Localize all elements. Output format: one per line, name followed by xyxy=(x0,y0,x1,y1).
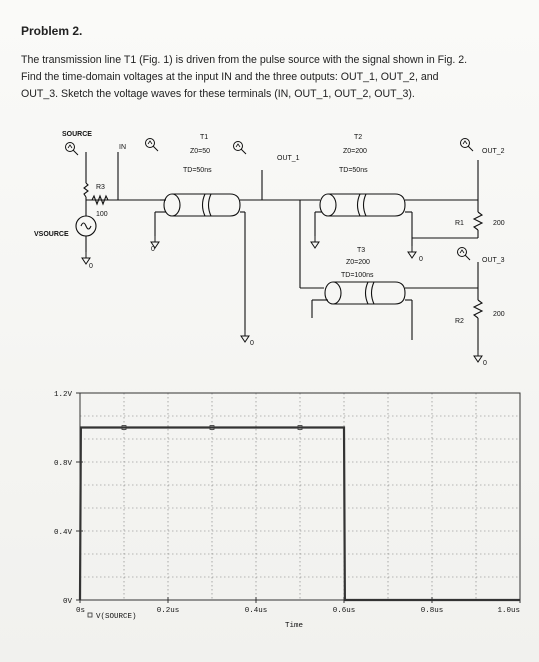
t3-td: TD=100ns xyxy=(341,272,374,279)
statement-line-1: The transmission line T1 (Fig. 1) is dri… xyxy=(21,54,468,66)
t1-name: T1 xyxy=(200,134,208,141)
series-marker xyxy=(297,425,303,430)
out2-label: OUT_2 xyxy=(482,148,505,155)
legend-marker xyxy=(87,612,93,618)
t3-name: T3 xyxy=(357,247,365,254)
problem-title: Problem 2. xyxy=(21,24,83,38)
t3-z0: Z0=200 xyxy=(346,259,370,266)
x-tick-label: 0.2us xyxy=(157,607,180,615)
x-tick-label: 1.0us xyxy=(497,607,520,615)
statement-line-3: OUT_3. Sketch the voltage waves for thes… xyxy=(21,88,415,100)
r1-value: 200 xyxy=(493,220,505,227)
r3-name: R3 xyxy=(96,184,105,191)
t1-td: TD=50ns xyxy=(183,167,212,174)
x-axis-label: Time xyxy=(285,622,303,630)
y-tick-label: 0V xyxy=(63,598,73,606)
r2-name: R2 xyxy=(455,318,464,325)
r2-value: 200 xyxy=(493,311,505,318)
y-tick-label: 0.8V xyxy=(54,460,73,468)
out1-label: OUT_1 xyxy=(277,155,300,162)
r3-value: 100 xyxy=(96,211,108,218)
statement-line-2: Find the time-domain voltages at the inp… xyxy=(21,71,439,83)
t1-z0: Z0=50 xyxy=(190,148,210,155)
in-label: IN xyxy=(119,144,126,151)
out3-label: OUT_3 xyxy=(482,257,505,264)
r1-name: R1 xyxy=(455,220,464,227)
t2-name: T2 xyxy=(354,134,362,141)
x-tick-label: 0.6us xyxy=(333,607,356,615)
y-tick-label: 1.2V xyxy=(54,391,73,399)
series-line-0 xyxy=(78,426,520,602)
series-marker xyxy=(121,425,127,430)
plot-frame xyxy=(79,392,521,601)
ground-label-3: 0 xyxy=(250,340,254,347)
ground-label-5: 0 xyxy=(483,360,487,367)
chart-tick-labels: 0V 0.4V 0.8V 1.2V 0s 0.2us 0.4us 0.6us 0.8us 1.0u… xyxy=(54,391,520,615)
x-tick-label: 0.8us xyxy=(421,607,444,615)
source-label: SOURCE xyxy=(62,131,92,138)
chart-grid xyxy=(80,393,520,600)
chart-series xyxy=(78,425,520,602)
vsource-label: VSOURCE xyxy=(34,231,69,238)
t2-td: TD=50ns xyxy=(339,167,368,174)
y-tick-label: 0.4V xyxy=(54,529,73,537)
legend-label: V(SOURCE) xyxy=(96,613,137,621)
series-marker xyxy=(209,425,215,430)
x-tick-label: 0s xyxy=(76,607,85,615)
problem-statement: The transmission line T1 (Fig. 1) is dri… xyxy=(21,52,531,103)
chart-legend: V(SOURCE) xyxy=(87,612,137,621)
t2-z0: Z0=200 xyxy=(343,148,367,155)
ground-label-4: 0 xyxy=(419,256,423,263)
x-tick-label: 0.4us xyxy=(245,607,268,615)
ground-label-2: 0 xyxy=(151,246,155,253)
chart-axes xyxy=(76,392,521,603)
ground-label-1: 0 xyxy=(89,263,93,270)
